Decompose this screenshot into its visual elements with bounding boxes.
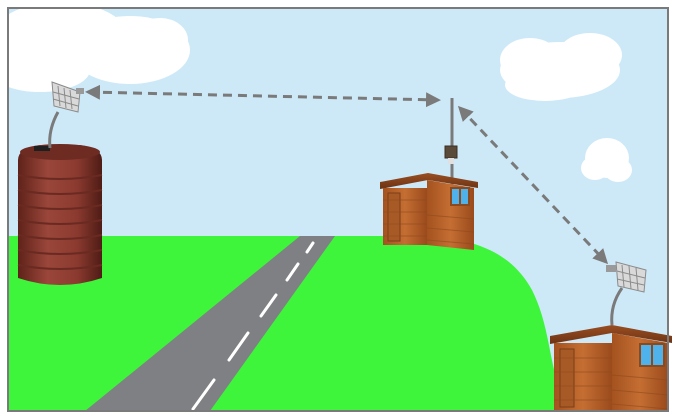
water-tank [18, 144, 102, 285]
relay-shed [380, 173, 478, 250]
